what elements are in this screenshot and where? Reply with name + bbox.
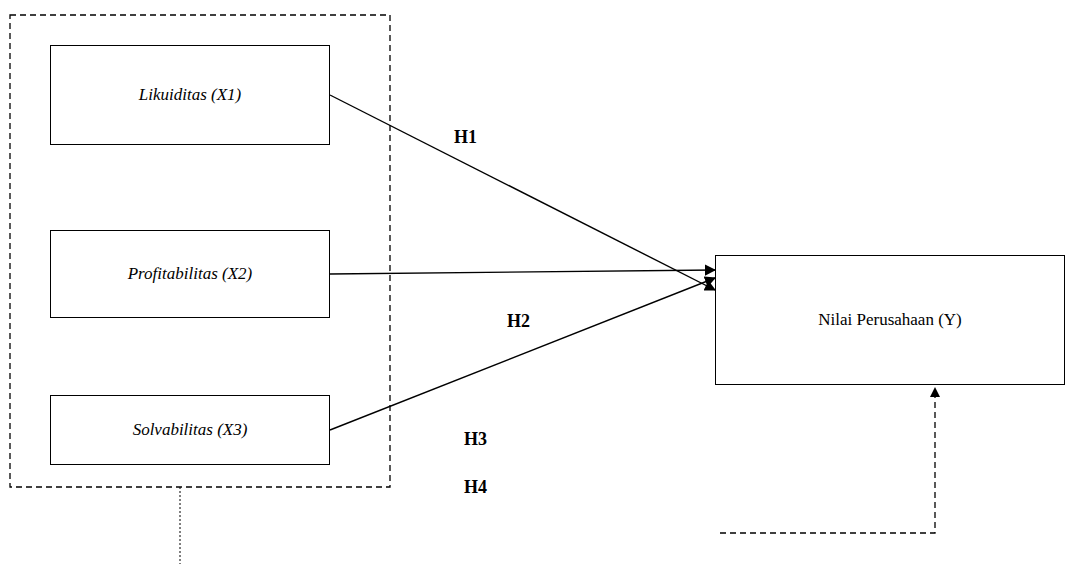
hypothesis-label: H4: [462, 478, 489, 498]
hypothesis-label: H2: [505, 312, 532, 332]
hypothesis-arrow: [330, 270, 715, 274]
variable-group-outline: [10, 15, 390, 487]
independent-variable-box: Solvabilitas (X3): [50, 395, 330, 465]
variable-name: Profitabilitas (X2): [124, 264, 257, 284]
independent-variable-box: Likuiditas (X1): [50, 45, 330, 145]
dependent-variable-box: Nilai Perusahaan (Y): [715, 255, 1065, 385]
hypothesis-arrow: [330, 95, 715, 290]
simultaneous-arrow: [720, 388, 935, 533]
hypothesis-label: H1: [452, 128, 479, 148]
variable-name: Nilai Perusahaan (Y): [814, 310, 966, 330]
variable-name: Likuiditas (X1): [135, 85, 245, 105]
hypothesis-label: H3: [462, 430, 489, 450]
independent-variable-box: Profitabilitas (X2): [50, 230, 330, 318]
simultaneous-leader: [180, 487, 181, 564]
hypothesis-arrow: [330, 278, 715, 430]
variable-name: Solvabilitas (X3): [129, 420, 252, 440]
